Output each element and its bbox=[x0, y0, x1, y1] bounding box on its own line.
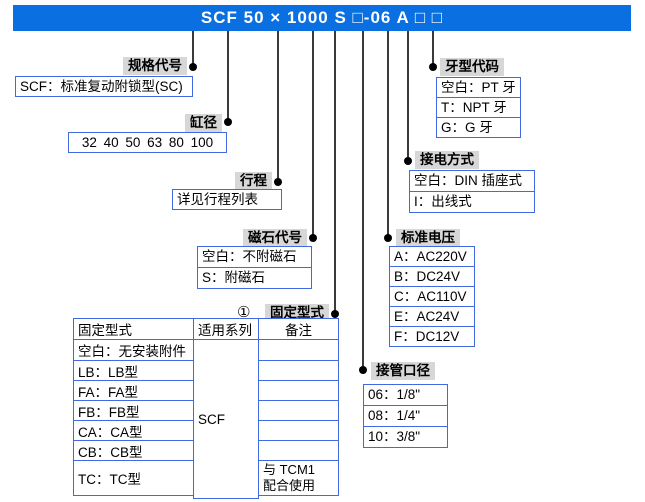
voltage-option: B：DC24V bbox=[390, 267, 474, 287]
voltage-option: F：DC12V bbox=[394, 329, 460, 344]
table-row: CB：CB型 bbox=[73, 440, 194, 461]
spec-code-label: 规格代号 bbox=[123, 57, 187, 75]
series-cell: SCF bbox=[193, 339, 259, 499]
remark-cell bbox=[258, 339, 339, 361]
voltage-label: 标准电压 bbox=[396, 229, 460, 247]
connector-line-connection bbox=[407, 31, 409, 161]
connection-type-box: 空白：DIN 插座式 I：出线式 bbox=[409, 170, 535, 213]
thread-code-label: 牙型代码 bbox=[440, 58, 504, 76]
remark-cell bbox=[258, 400, 339, 421]
magnet-code-box: 空白：不附磁石 S：附磁石 bbox=[197, 246, 312, 289]
magnet-code-label: 磁石代号 bbox=[243, 229, 307, 247]
connector-dot-connection bbox=[404, 157, 412, 165]
connector-dot-spec bbox=[189, 63, 197, 71]
connector-line-voltage bbox=[387, 31, 389, 238]
connection-option: 空白：DIN 插座式 bbox=[410, 171, 534, 192]
thread-option: T：NPT 牙 bbox=[437, 98, 520, 118]
remark-note-line: 与 TCM1 bbox=[263, 462, 316, 477]
table-row: CA：CA型 bbox=[73, 420, 194, 441]
connector-line-stroke bbox=[277, 31, 279, 182]
port-size-box: 06：1/8" 08：1/4" 10：3/8" bbox=[363, 384, 448, 448]
table-row: TC：TC型 bbox=[73, 460, 194, 496]
mounting-type-table: 固定型式 空白：无安装附件 LB：LB型 FA：FA型 FB：FB型 CA：CA… bbox=[73, 318, 339, 499]
connector-line-magnet bbox=[312, 31, 314, 238]
remark-cell bbox=[258, 440, 339, 461]
remark-note-line: 配合使用 bbox=[263, 478, 316, 493]
mounting-type-label: 固定型式 bbox=[265, 304, 329, 322]
voltage-option: C：AC110V bbox=[390, 287, 474, 307]
table-row: FB：FB型 bbox=[73, 400, 194, 421]
port-option: 08：1/4" bbox=[364, 406, 447, 427]
column-header: 固定型式 bbox=[73, 318, 194, 340]
remark-note-cell: 与 TCM1 配合使用 bbox=[258, 460, 339, 496]
bore-label: 缸径 bbox=[185, 114, 222, 132]
connector-dot-magnet bbox=[309, 234, 317, 242]
table-row: FA：FA型 bbox=[73, 380, 194, 401]
connector-dot-stroke bbox=[274, 178, 282, 186]
port-size-label: 接管口径 bbox=[371, 362, 435, 380]
connector-line-mounting bbox=[334, 31, 336, 314]
mounting-type-column: 固定型式 空白：无安装附件 LB：LB型 FA：FA型 FB：FB型 CA：CA… bbox=[73, 318, 194, 496]
table-row: 空白：无安装附件 bbox=[73, 339, 194, 361]
voltage-option: A：AC220V bbox=[390, 247, 474, 267]
connector-line-thread bbox=[432, 31, 434, 67]
bore-box: 32 40 50 63 80 100 bbox=[68, 132, 227, 153]
stroke-label: 行程 bbox=[235, 172, 272, 190]
voltage-box: A：AC220V B：DC24V C：AC110V E：AC24V F：DC12… bbox=[389, 246, 475, 347]
column-header: 备注 bbox=[258, 318, 339, 340]
remark-cell bbox=[258, 360, 339, 381]
magnet-option: S：附磁石 bbox=[202, 270, 266, 285]
connector-dot-mounting bbox=[331, 310, 339, 318]
remarks-column: 备注 与 TCM1 配合使用 bbox=[258, 318, 339, 496]
spec-code-box: SCF：标准复动附锁型(SC) bbox=[15, 76, 193, 97]
connector-dot-thread bbox=[429, 63, 437, 71]
connector-dot-voltage bbox=[384, 234, 392, 242]
connector-line-port bbox=[362, 31, 364, 370]
connector-line-spec bbox=[192, 31, 194, 67]
table-row: LB：LB型 bbox=[73, 360, 194, 381]
connector-dot-port bbox=[359, 366, 367, 374]
connection-option: I：出线式 bbox=[414, 194, 472, 209]
model-number-bar: SCF 50 × 1000 S □-06 A □ □ bbox=[13, 5, 631, 31]
column-header: 适用系列 bbox=[193, 318, 259, 340]
connector-dot-bore bbox=[224, 118, 232, 126]
connection-type-label: 接电方式 bbox=[415, 151, 479, 169]
stroke-box: 详见行程列表 bbox=[172, 189, 282, 210]
remark-cell bbox=[258, 380, 339, 401]
series-column: 适用系列 SCF bbox=[193, 318, 259, 499]
circled-one-marker: ① bbox=[237, 304, 251, 321]
port-option: 10：3/8" bbox=[368, 429, 421, 444]
thread-option: G：G 牙 bbox=[441, 120, 493, 135]
magnet-option: 空白：不附磁石 bbox=[198, 247, 311, 268]
remark-cell bbox=[258, 420, 339, 441]
voltage-option: E：AC24V bbox=[390, 307, 474, 327]
connector-line-bore bbox=[227, 31, 229, 122]
port-option: 06：1/8" bbox=[364, 385, 447, 406]
thread-option: 空白：PT 牙 bbox=[437, 78, 520, 98]
thread-code-box: 空白：PT 牙 T：NPT 牙 G：G 牙 bbox=[436, 77, 521, 138]
